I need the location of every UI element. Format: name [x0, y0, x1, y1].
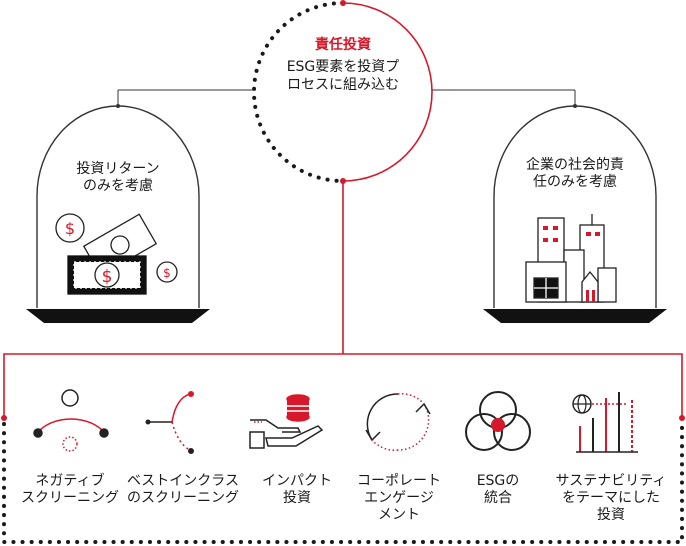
svg-text:$: $ [65, 219, 75, 238]
strategy-4-line-3: メント [378, 507, 420, 523]
strategy-3-line-1: インパクト [262, 473, 332, 489]
impact-investment-icon [249, 394, 324, 449]
corporate-engagement-icon [365, 393, 431, 451]
strategy-2-line-2: のスクリーニング [127, 490, 239, 506]
negative-screening-icon [33, 389, 109, 452]
best-in-class-icon [145, 391, 194, 454]
money-icon: $ $ $ [55, 213, 178, 295]
left-dome [26, 104, 210, 323]
strategy-1-line-1: ネガティブ [35, 473, 105, 489]
center-line-2: ロセスに組み込む [287, 77, 399, 93]
strategy-2-line-1: ベストインクラス [127, 473, 239, 489]
svg-text:$: $ [163, 266, 171, 280]
right-dome-line-1: 企業の社会的責 [526, 157, 624, 173]
strategies-frame [1, 181, 685, 544]
thematic-investment-icon [572, 392, 638, 453]
strategy-5-line-2: 統合 [484, 490, 512, 506]
center-title: 責任投資 [315, 37, 371, 53]
strategy-4-line-1: コーポレート [357, 473, 441, 489]
strategy-6-line-1: サステナビリティ [555, 473, 667, 489]
left-dome-line-2: のみを考慮 [83, 178, 153, 194]
center-line-1: ESG要素を投資プ [286, 59, 400, 75]
esg-integration-icon [465, 391, 531, 451]
right-dome-line-2: 任のみを考慮 [533, 174, 617, 190]
strategy-5-line-1: ESGの [476, 473, 520, 489]
strategy-1-line-2: スクリーニング [21, 490, 119, 506]
city-buildings-icon [525, 214, 617, 303]
right-dome [483, 104, 667, 323]
svg-text:$: $ [102, 267, 113, 287]
left-dome-line-1: 投資リターン [76, 161, 160, 177]
strategy-3-line-2: 投資 [283, 490, 311, 506]
strategy-4-line-2: エンゲージ [364, 490, 434, 506]
strategy-6-line-2: をテーマにした [562, 490, 660, 506]
strategy-6-line-3: 投資 [597, 507, 625, 523]
